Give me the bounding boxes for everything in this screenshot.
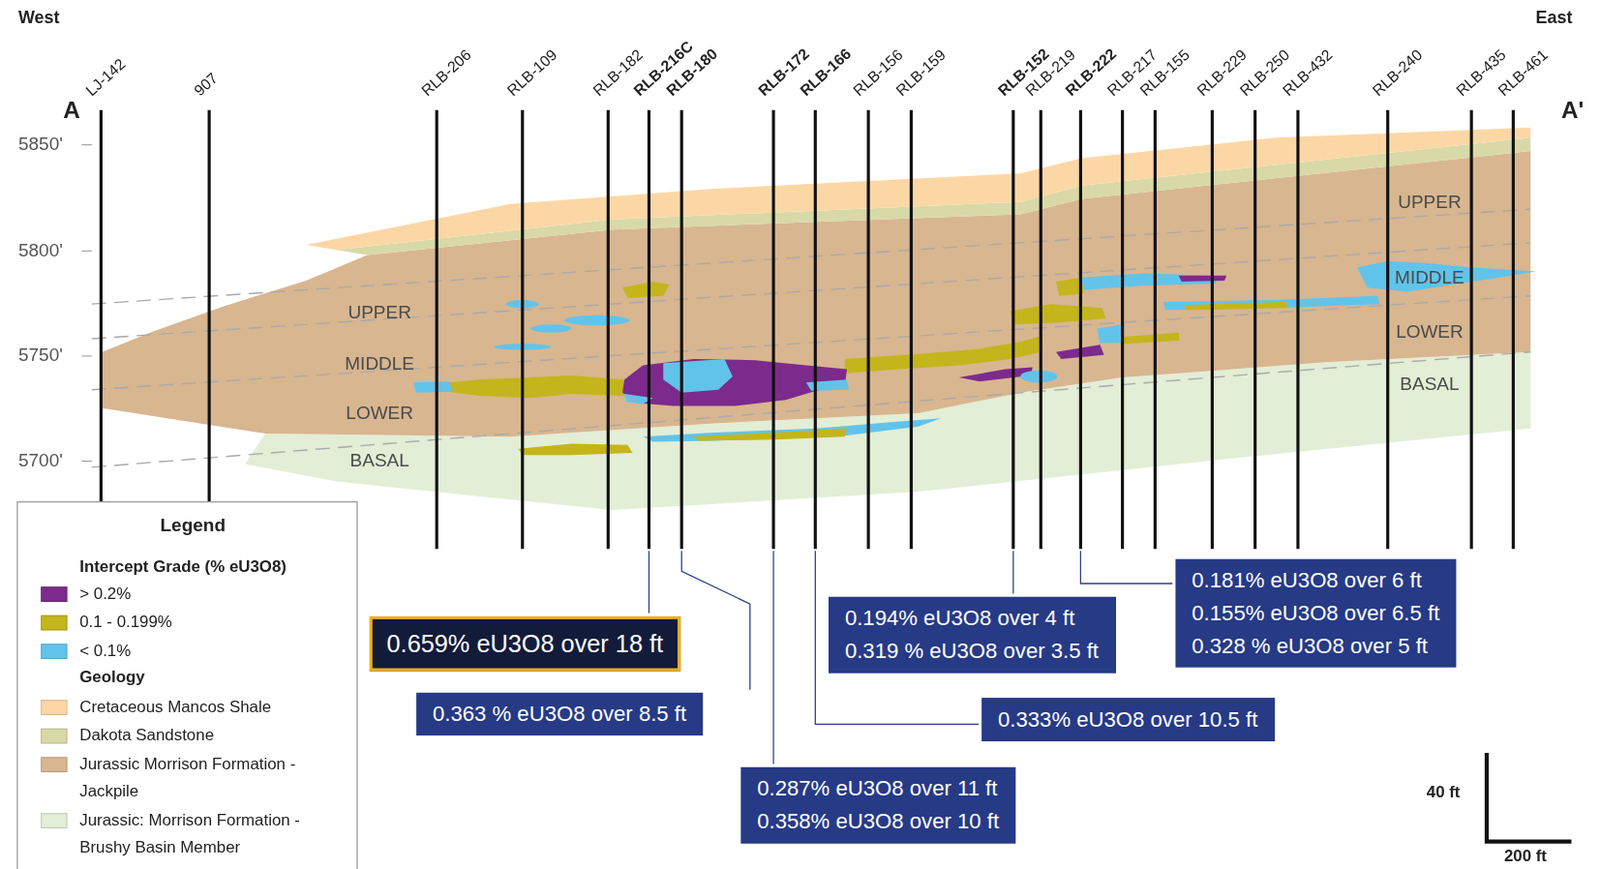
elevation-label: 5700' [18, 450, 63, 472]
intercept-text: 0.194% eU3O8 over 4 ft [845, 602, 1099, 635]
legend-text: Cretaceous Mancos Shale [79, 692, 340, 720]
unit-label: BASAL [1399, 374, 1459, 396]
unit-label: LOWER [1395, 321, 1464, 343]
drill-hole-label: RLB-109 [503, 45, 561, 99]
legend-text: 0.1 - 0.199% [79, 607, 340, 635]
direction-label: East [1536, 7, 1573, 29]
intercept-callout: 0.287% eU3O8 over 11 ft0.358% eU3O8 over… [740, 767, 1016, 844]
legend-swatch [40, 813, 67, 829]
intercept-text: 0.363 % eU3O8 over 8.5 ft [432, 697, 687, 731]
legend-heading: Intercept Grade (% eU3O8) [79, 558, 287, 577]
intercept-text: 0.358% eU3O8 over 10 ft [756, 805, 999, 839]
intercept-callout: 0.333% eU3O8 over 10.5 ft [981, 697, 1274, 741]
section-end-label: A [62, 96, 81, 124]
unit-label: MIDDLE [1394, 267, 1465, 289]
elevation-tick [81, 145, 92, 462]
elevation-label: 5800' [18, 240, 63, 262]
elevation-label: 5750' [18, 344, 63, 366]
legend-swatch [40, 586, 67, 603]
intercept-callout: 0.363 % eU3O8 over 8.5 ft [416, 693, 703, 736]
intercept-text: 0.659% eU3O8 over 18 ft [387, 627, 665, 661]
scale-label: 40 ft [1426, 784, 1461, 803]
unit-label: UPPER [1397, 191, 1461, 213]
drill-hole-label: 907 [190, 68, 222, 99]
legend-text: < 0.1% [79, 635, 340, 664]
legend-box [17, 502, 358, 869]
legend-swatch [40, 756, 67, 773]
direction-label: West [18, 7, 60, 29]
unit-label: MIDDLE [344, 353, 415, 375]
intercept-callout: 0.194% eU3O8 over 4 ft0.319 % eU3O8 over… [828, 597, 1116, 673]
legend-swatch [40, 728, 67, 745]
legend-swatch [40, 643, 67, 660]
drill-hole-label: LJ-142 [82, 55, 129, 100]
unit-boundary [91, 209, 1531, 468]
mancos-layer [305, 127, 1531, 251]
intercept-callout: 0.659% eU3O8 over 18 ft [369, 616, 681, 672]
intercept-text: 0.155% eU3O8 over 6.5 ft [1191, 597, 1440, 631]
elevation-label: 5850' [18, 133, 63, 155]
intercept-text: 0.287% eU3O8 over 11 ft [756, 772, 999, 806]
intercept-text: 0.181% eU3O8 over 6 ft [1191, 564, 1440, 598]
intercept-text: 0.333% eU3O8 over 10.5 ft [997, 702, 1258, 736]
legend-title: Legend [160, 514, 226, 537]
drill-hole-label: RLB-206 [418, 45, 476, 99]
legend-swatch [40, 699, 67, 716]
intercept-text: 0.328 % eU3O8 over 5 ft [1191, 629, 1440, 663]
legend-text: Jurassic Morrison Formation - Jackpile [79, 749, 340, 805]
intercept-text: 0.319 % eU3O8 over 3.5 ft [845, 634, 1099, 668]
drill-hole [100, 110, 1513, 549]
mineralization [413, 261, 1537, 455]
drill-hole-label: RLB-240 [1368, 45, 1426, 99]
legend-text: Jurassic: Morrison Formation - Brushy Ba… [79, 805, 340, 861]
scale-label: 200 ft [1504, 846, 1547, 866]
section-end-label: A' [1561, 96, 1584, 124]
legend-text: > 0.2% [79, 578, 340, 606]
scale-bar [1486, 753, 1571, 843]
unit-label: UPPER [347, 301, 411, 324]
legend-text: Dakota Sandstone [79, 721, 340, 749]
legend-heading: Geology [79, 668, 145, 688]
unit-label: BASAL [350, 451, 410, 473]
intercept-callout: 0.181% eU3O8 over 6 ft0.155% eU3O8 over … [1175, 559, 1456, 668]
unit-label: LOWER [345, 402, 414, 424]
legend-swatch [40, 615, 67, 632]
